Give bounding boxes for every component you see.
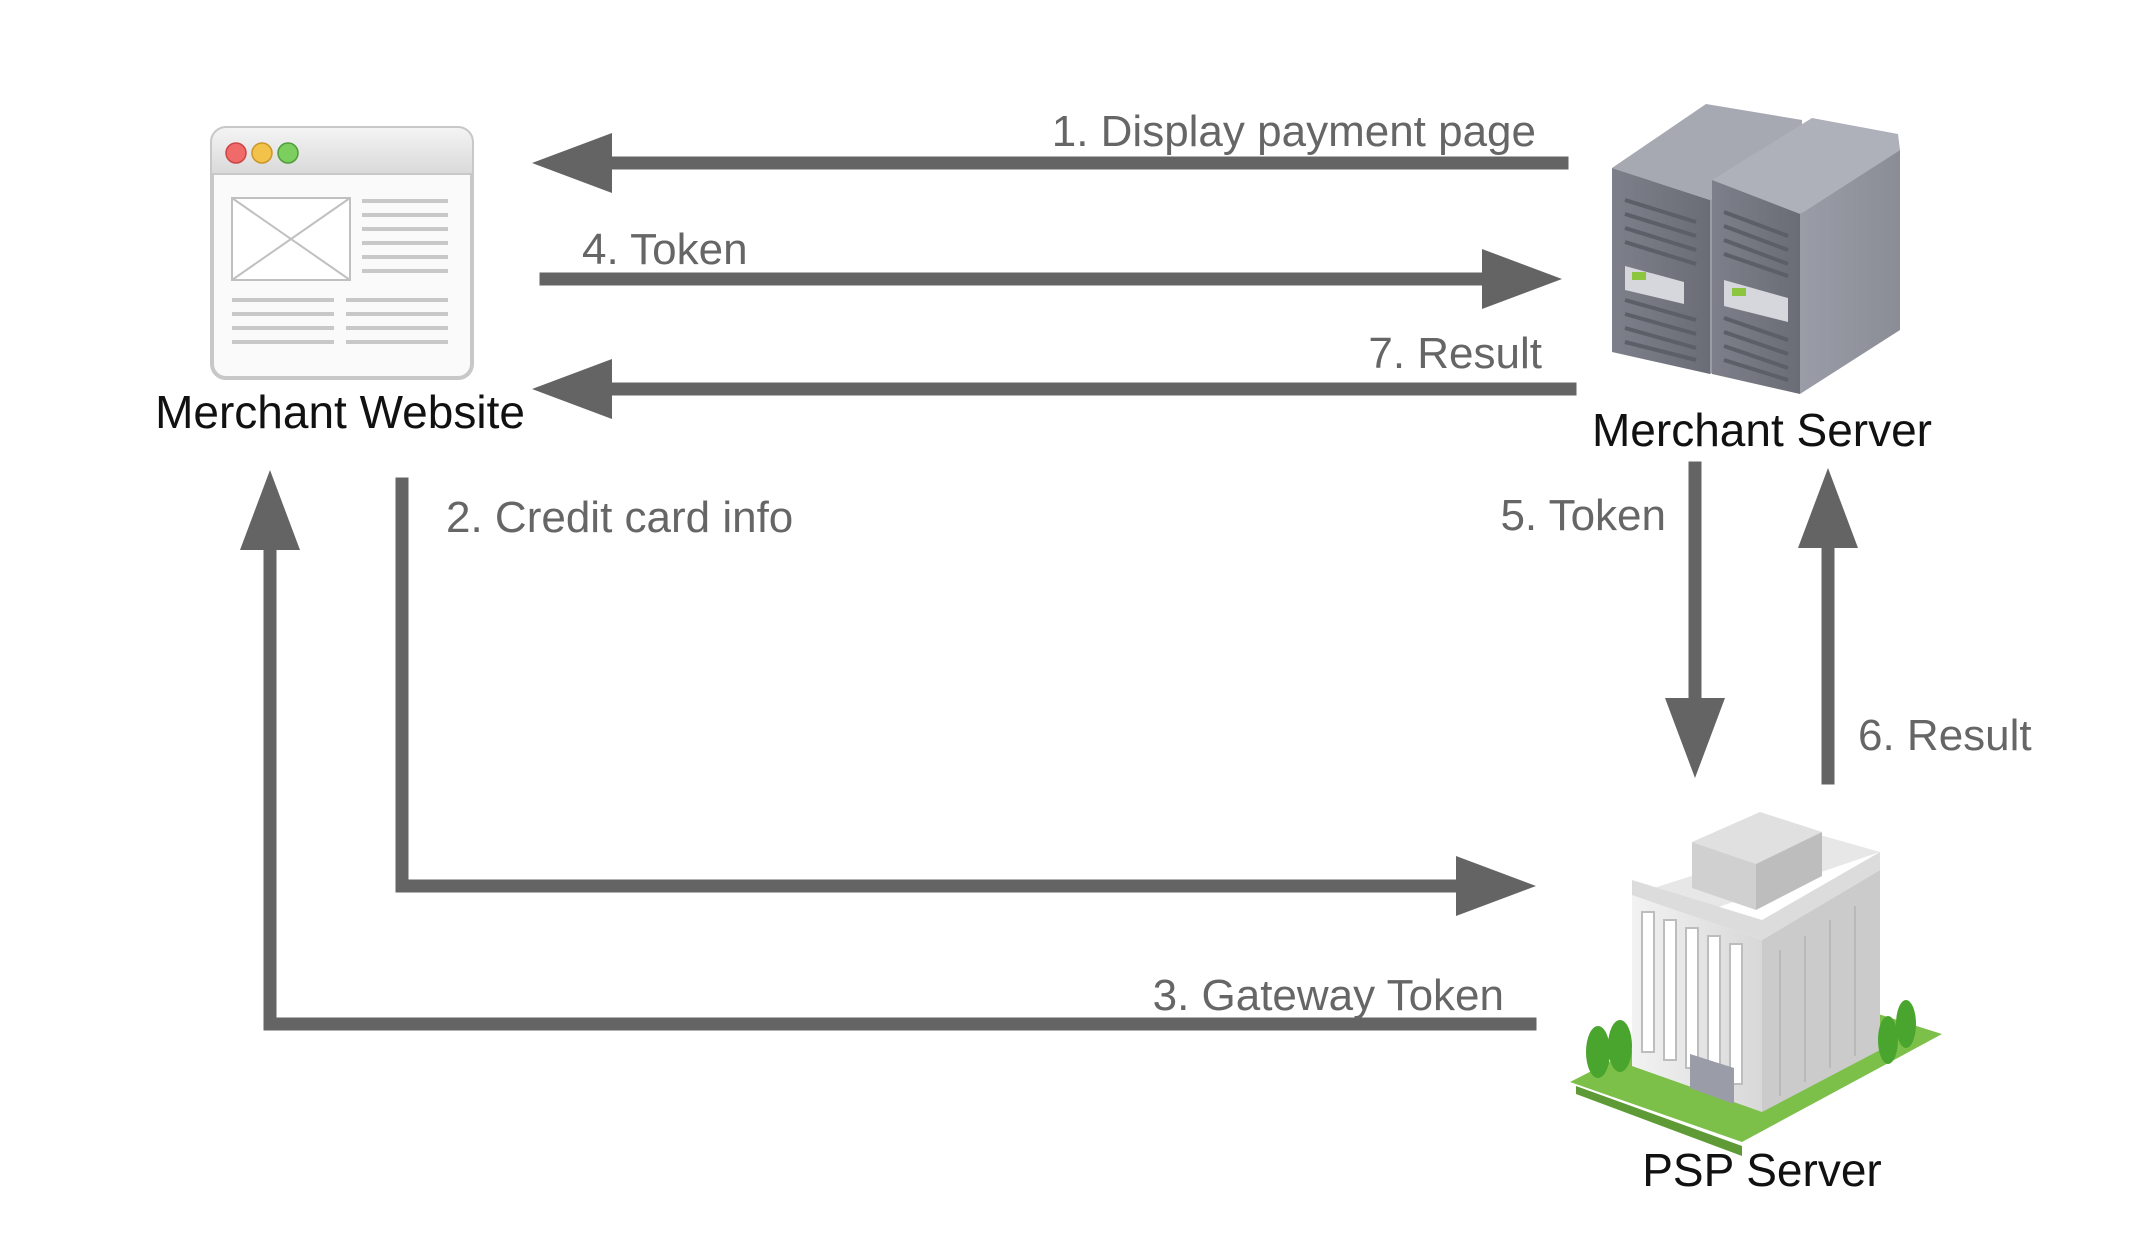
merchant-website-label: Merchant Website <box>155 386 525 438</box>
arrow-step-4 <box>539 249 1562 309</box>
arrow-step-2 <box>395 477 1536 916</box>
step-5-label: 5. Token <box>1500 491 1666 540</box>
step-2-label: 2. Credit card info <box>446 493 793 542</box>
arrow-step-1 <box>532 133 1569 193</box>
step-7-label: 7. Result <box>1368 329 1542 378</box>
arrow-step-6 <box>1798 468 1858 785</box>
step-3-label: 3. Gateway Token <box>1153 971 1504 1020</box>
step-4-label: 4. Token <box>582 225 748 274</box>
arrow-step-3 <box>240 470 1537 1031</box>
arrow-step-7 <box>532 359 1577 419</box>
step-1-label: 1. Display payment page <box>1052 107 1536 156</box>
step-6-label: 6. Result <box>1858 711 2032 760</box>
arrow-step-5 <box>1665 461 1725 778</box>
office-building-icon <box>1570 812 1942 1156</box>
server-rack-icon <box>1612 104 1900 394</box>
merchant-server-label: Merchant Server <box>1592 404 1932 456</box>
browser-window-icon <box>210 126 474 380</box>
psp-server-label: PSP Server <box>1642 1144 1881 1196</box>
